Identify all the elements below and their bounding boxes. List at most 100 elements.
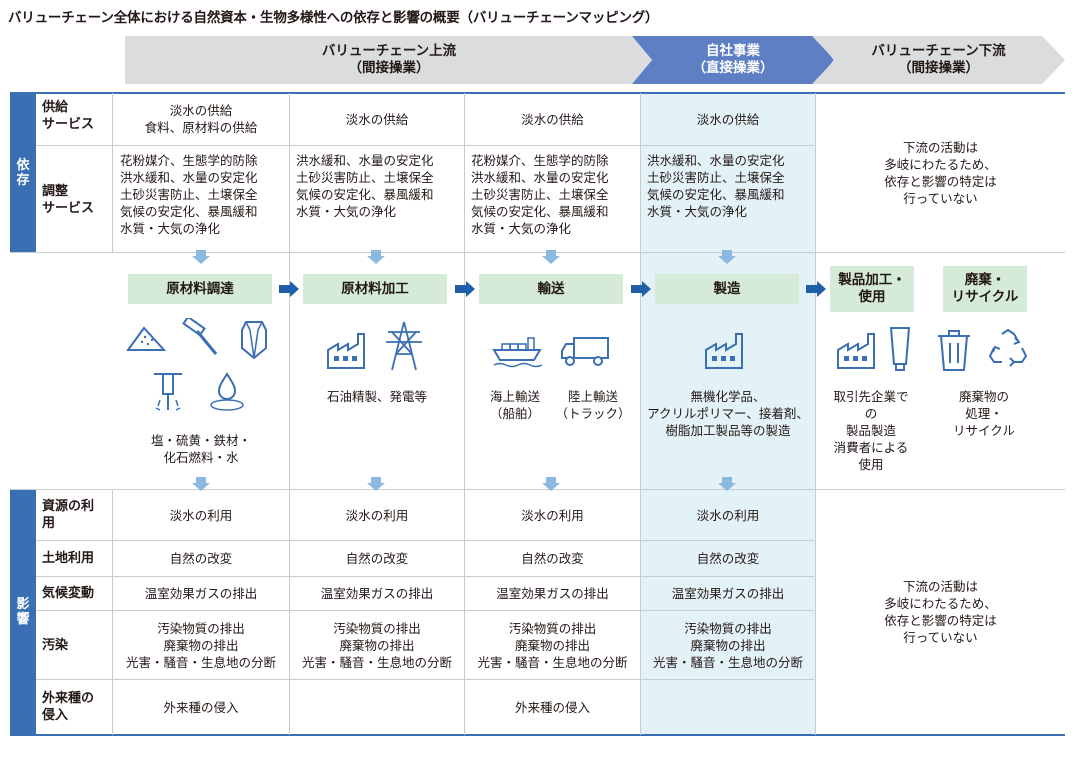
supply-cell-manufacturing: 淡水の供給 [641, 96, 815, 142]
impact-cell: 温室効果ガスの排出 [641, 577, 815, 610]
impact-cell: 外来種の侵入 [113, 680, 289, 734]
caption-line: 樹脂加工製品等の製造 [665, 423, 791, 438]
regulating-label-line1: 調整 [42, 184, 69, 199]
truck-icon [560, 336, 610, 368]
step-line: 廃棄・ [964, 272, 1006, 288]
header-downstream: バリューチェーン下流 （間接操業） [812, 36, 1065, 84]
caption-line: 海上輸送 [489, 389, 540, 404]
impact-cell: 淡水の利用 [290, 490, 464, 540]
cell-line: 土砂災害防止、土壌保全 [471, 187, 609, 202]
downstream-dependency-note: 下流の活動は 多岐にわたるため、 依存と影響の特定は 行っていない [816, 94, 1065, 252]
dependency-side-char-1: 依 [16, 158, 30, 173]
cell-line: 土砂災害防止、土壌保全 [120, 187, 258, 202]
supply-label-line2: サービス [42, 117, 95, 132]
impact-cell: 淡水の利用 [113, 490, 289, 540]
caption-disposal: 廃棄物の 処理・ リサイクル [934, 388, 1034, 439]
sand-pile-icon [126, 322, 166, 352]
cell-line: 食料、原材料の供給 [144, 120, 258, 135]
step-product-use: 製品加工・ 使用 [830, 266, 914, 312]
down-arrow-icon [542, 250, 560, 264]
regulating-cell-processing: 洪水緩和、水量の安定化 土砂災害防止、土壌保全 気候の安定化、暴風緩和 水質・大… [296, 152, 464, 247]
impact-cell: 温室効果ガスの排出 [113, 577, 289, 610]
cell-line: 依存と影響の特定は [884, 174, 997, 189]
cell-line: 行っていない [903, 630, 978, 645]
regulating-cell-manufacturing: 洪水緩和、水量の安定化 土砂災害防止、土壌保全 気候の安定化、暴風緩和 水質・大… [647, 152, 815, 247]
down-arrow-icon [718, 250, 736, 264]
crystal-icon [240, 318, 268, 360]
step-processing: 原材料加工 [303, 274, 447, 304]
factory-icon [326, 330, 372, 370]
supply-cell-procurement: 淡水の供給 食料、原材料の供給 [113, 96, 289, 142]
cell-line: 温室効果ガスの排出 [144, 586, 258, 601]
cell-line: 淡水の利用 [169, 507, 233, 523]
caption-line: 消費者による [833, 440, 909, 455]
regulating-label-line2: サービス [42, 201, 95, 216]
cell-line: 洪水緩和、水量の安定化 [471, 170, 609, 185]
down-arrow-icon [542, 477, 560, 491]
cell-line: 多岐にわたるため、 [884, 157, 997, 172]
label-line: 資源の利 [42, 499, 95, 514]
label-line: 気候変動 [42, 586, 95, 601]
header-own-line2: （直接操業） [692, 60, 774, 76]
factory-icon [704, 330, 750, 370]
label-line: 侵入 [42, 708, 69, 723]
cell-line: 下流の活動は [902, 579, 978, 594]
impact-cell: 淡水の利用 [465, 490, 640, 540]
row-divider [36, 679, 814, 680]
cell-line: 廃棄物の排出 [690, 637, 766, 653]
supply-service-label: 供給 サービス [42, 99, 94, 139]
right-arrow-icon [279, 281, 299, 297]
cell-line: 気候の安定化、暴風緩和 [120, 204, 258, 219]
impact-cell: 自然の改変 [465, 541, 640, 576]
trash-can-icon [936, 328, 972, 372]
caption-line: アクリルポリマー、接着剤、 [647, 406, 809, 421]
step-line: 使用 [858, 289, 886, 305]
cell-line: 多岐にわたるため、 [884, 596, 997, 611]
impact-cell: 自然の改変 [290, 541, 464, 576]
cell-line: 淡水の利用 [696, 507, 760, 523]
cell-line: 土砂災害防止、土壌保全 [296, 170, 434, 185]
cell-line: 廃棄物の排出 [339, 637, 415, 653]
header-upstream-line2: （間接操業） [348, 60, 430, 76]
caption-transport-sea: 海上輸送 （船舶） [477, 388, 553, 422]
cell-line: 汚染物質の排出 [157, 620, 245, 636]
factory-icon [836, 330, 882, 370]
caption-processing: 石油精製、発電等 [290, 388, 464, 405]
cell-line: 気候の安定化、暴風緩和 [471, 204, 609, 219]
cell-line: 外来種の侵入 [163, 699, 239, 715]
cell-line: 自然の改変 [521, 551, 584, 566]
caption-line: リサイクル [953, 423, 1015, 438]
impact-label-land: 土地利用 [42, 541, 94, 576]
impact-cell: 自然の改変 [641, 541, 815, 576]
cell-line: 洪水緩和、水量の安定化 [647, 153, 785, 168]
regulating-service-label: 調整 サービス [42, 183, 94, 223]
down-arrow-icon [192, 250, 210, 264]
cell-line: 花粉媒介、生態学的防除 [471, 153, 609, 168]
caption-line: 陸上輸送 [567, 389, 618, 404]
impact-side-char-2: 響 [16, 612, 30, 627]
header-own-line1: 自社事業 [706, 43, 760, 59]
col-divider [464, 93, 465, 735]
cell-line: 水質・大気の浄化 [296, 204, 397, 219]
caption-line: 無機化学品、 [690, 389, 766, 404]
cell-line: 淡水の利用 [521, 507, 584, 523]
row-divider [36, 610, 814, 611]
down-arrow-icon [367, 477, 385, 491]
cell-line: 廃棄物の排出 [514, 637, 590, 653]
label-line: 用 [42, 516, 56, 531]
cell-line: 光害・騒音・生息地の分断 [652, 654, 803, 670]
row-divider [36, 145, 814, 146]
cell-line: 淡水の供給 [521, 111, 584, 127]
cell-line: 花粉媒介、生態学的防除 [120, 153, 258, 168]
supply-cell-transport: 淡水の供給 [465, 96, 640, 142]
cell-line: 洪水緩和、水量の安定化 [296, 153, 434, 168]
impact-side-label: 影 響 [10, 489, 36, 735]
caption-manufacturing: 無機化学品、 アクリルポリマー、接着剤、 樹脂加工製品等の製造 [641, 388, 815, 439]
step-disposal: 廃棄・ リサイクル [943, 266, 1027, 312]
right-arrow-icon [806, 281, 826, 297]
table-bottom-line [10, 734, 1065, 736]
impact-cell: 温室効果ガスの排出 [465, 577, 640, 610]
water-drop-icon [208, 372, 246, 412]
cell-line: 自然の改変 [696, 551, 760, 566]
caption-line: 使用 [858, 457, 884, 472]
